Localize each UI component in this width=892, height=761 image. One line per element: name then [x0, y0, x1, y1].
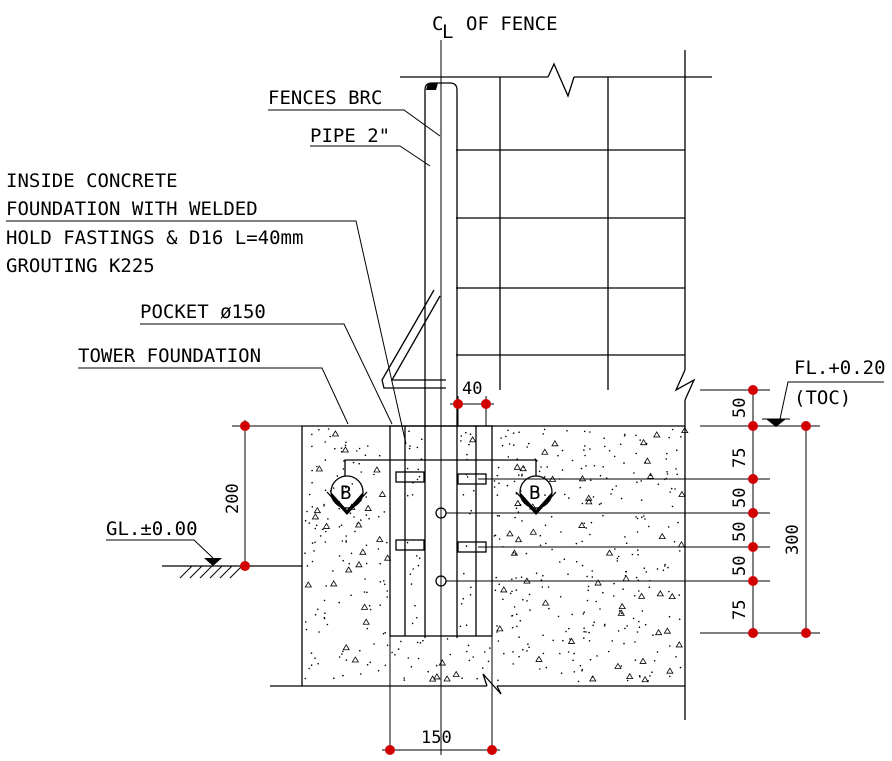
section-mark-left: B — [326, 459, 537, 515]
tower-foundation-block — [270, 425, 685, 695]
label-inside-2: FOUNDATION WITH WELDED — [6, 198, 258, 220]
dim-left-200: 200 — [223, 483, 243, 514]
fence-mesh — [400, 50, 712, 720]
left-dimension: 200 — [223, 420, 302, 568]
svg-text:B: B — [529, 482, 540, 504]
dimension-dots — [240, 385, 811, 755]
label-pocket: POCKET ø150 — [140, 301, 266, 323]
welded-fastings — [395, 471, 487, 587]
bottom-dimension: 150 — [382, 636, 500, 755]
right-dimensions: 50 75 50 50 50 75 300 — [730, 398, 803, 620]
label-inside-4: GROUTING K225 — [6, 255, 155, 277]
dim-seg-4: 50 — [730, 522, 750, 542]
svg-text:(TOC): (TOC) — [794, 387, 851, 409]
pocket — [389, 425, 493, 637]
label-fences-brc: FENCES BRC — [268, 87, 382, 109]
svg-text:GL.±0.00: GL.±0.00 — [106, 518, 198, 540]
dim-seg-3: 50 — [730, 488, 750, 508]
ground-level: GL.±0.00 — [106, 518, 302, 579]
label-inside-3: HOLD FASTINGS & D16 L=40mm — [6, 227, 303, 249]
section-mark-right: B — [515, 475, 557, 515]
dim-seg-6: 75 — [730, 600, 750, 620]
label-inside-1: INSIDE CONCRETE — [6, 170, 178, 192]
label-tower-foundation: TOWER FOUNDATION — [78, 345, 261, 367]
svg-text:B: B — [340, 482, 351, 504]
fl-level-mark: FL.+0.20 (TOC) — [762, 357, 886, 427]
dim-top-40: 40 — [462, 379, 482, 399]
dim-total-300: 300 — [783, 524, 803, 555]
title-text: OF FENCE — [466, 13, 558, 35]
dim-seg-2: 75 — [730, 448, 750, 468]
concrete-hatching — [304, 426, 689, 683]
svg-text:FL.+0.20: FL.+0.20 — [794, 357, 886, 379]
dim-seg-5: 50 — [730, 556, 750, 576]
dim-seg-1: 50 — [730, 398, 750, 418]
dim-bottom-150: 150 — [421, 728, 452, 748]
annotation-labels: FENCES BRC PIPE 2" INSIDE CONCRETE FOUND… — [6, 87, 441, 445]
title-centerline-symbol: C — [432, 13, 443, 35]
title-centerline-sub: L — [442, 21, 453, 43]
fence-pipe — [381, 82, 458, 638]
label-pipe: PIPE 2" — [310, 125, 390, 147]
